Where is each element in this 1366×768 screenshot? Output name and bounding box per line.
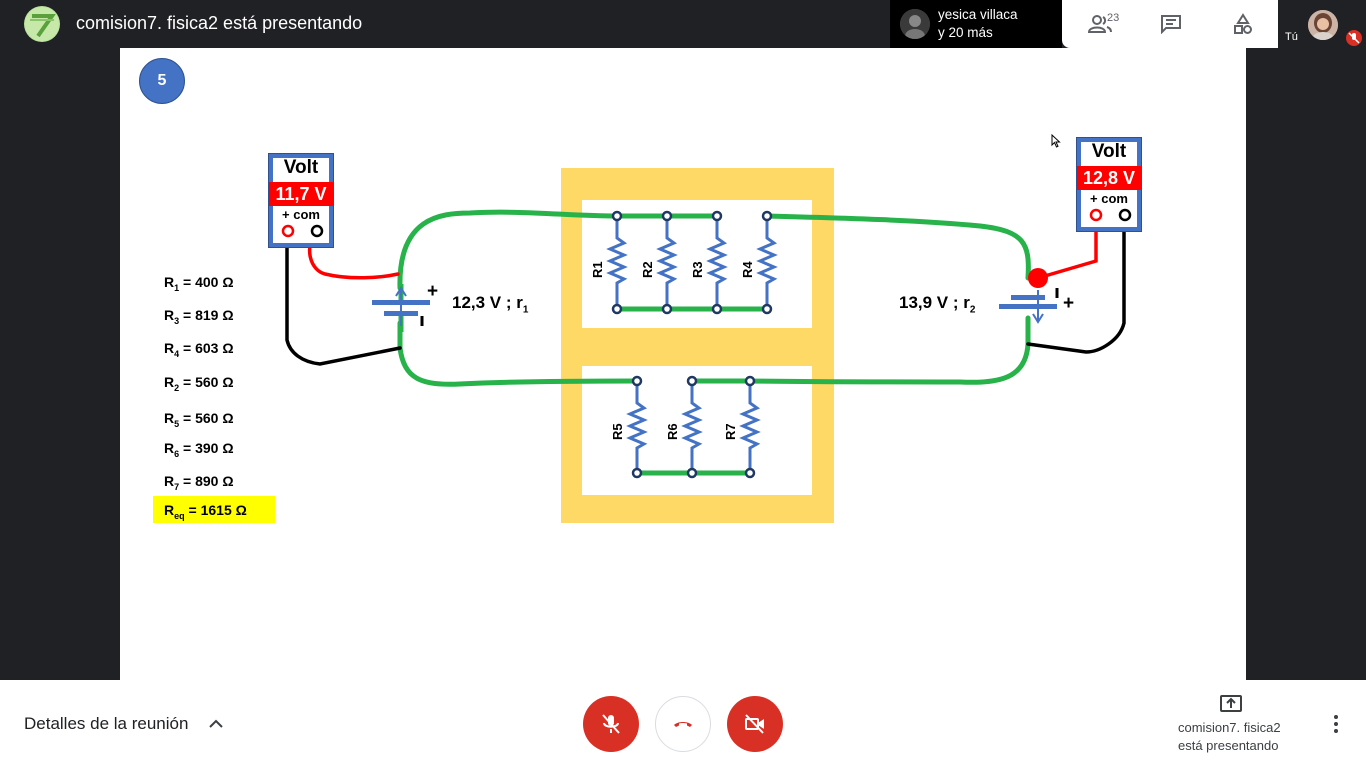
voltmeter-left-jacks [281,224,324,238]
self-mic-muted-badge [1346,30,1362,46]
label-r7: R7 [723,423,738,440]
top-bar: comision7. fisica2 está presentando yesi… [0,0,1366,48]
nodes-top [611,210,773,315]
people-button[interactable]: 23 [1064,0,1134,48]
slide-number: 5 [139,58,185,104]
resistor-value-r2: R2 = 560 Ω [164,374,234,393]
presenter-name: yesica villaca [938,7,1018,22]
participant-count: 23 [1107,12,1120,24]
nodes-bottom [631,375,756,479]
you-label: Tú [1285,31,1298,43]
leave-call-button[interactable] [655,696,711,752]
bottom-bar: Detalles de la reunión comision7. fisica… [0,680,1366,768]
voltmeter-left: Volt 11,7 V + com [268,153,334,248]
label-r2: R2 [640,261,655,278]
resistor-zigzags-top [606,216,778,309]
battery-left-plus: + [427,281,438,302]
resistor-value-r7: R7 = 890 Ω [164,473,234,492]
chevron-up-icon[interactable] [208,716,224,732]
people-icon [1088,15,1112,33]
mic-off-icon [602,714,620,734]
chat-button[interactable] [1136,0,1206,48]
voltmeter-right: Volt 12,8 V + com [1076,137,1142,232]
presenter-box[interactable]: yesica villaca y 20 más [890,0,1062,48]
resistor-frame [561,168,834,523]
activities-icon [1234,13,1252,34]
camera-off-icon [745,714,764,734]
red-probe-contact [1028,268,1048,288]
meeting-logo [24,6,60,42]
presentation-slide: 5 R1 = 400 Ω R3 = 819 Ω R4 = 603 Ω R2 = … [120,48,1246,680]
battery-right: + [999,288,1074,324]
equivalent-resistance: Req = 1615 Ω [164,502,247,521]
equivalent-resistance-highlight: Req = 1615 Ω [153,496,275,523]
camera-toggle-button[interactable] [727,696,783,752]
voltmeter-right-reading: 12,8 V [1077,166,1141,190]
label-r5: R5 [610,423,625,440]
presenting-label-line1: comision7. fisica2 [1178,720,1281,735]
activities-button[interactable] [1208,0,1278,48]
label-r1: R1 [590,261,605,278]
voltmeter-left-reading: 11,7 V [269,182,333,206]
label-r6: R6 [665,423,680,440]
resistor-value-r1: R1 = 400 Ω [164,274,234,293]
voltmeter-right-jacks [1089,208,1132,222]
chat-icon [1161,15,1181,34]
self-avatar[interactable] [1308,10,1338,40]
mic-off-icon [1348,32,1360,44]
resistor-value-r5: R5 = 560 Ω [164,410,234,429]
mouse-cursor-icon [1051,134,1061,148]
label-r4: R4 [740,261,755,278]
presenter-avatar [900,9,930,39]
label-r3: R3 [690,261,705,278]
voltmeter-left-title: Volt [283,157,319,178]
voltmeter-right-terminals: + com [1090,191,1128,206]
emf-right-label: 13,9 V ; r2 [899,293,976,316]
presenting-label-line2: está presentando [1178,738,1279,753]
battery-right-plus: + [1063,293,1074,314]
mic-toggle-button[interactable] [583,696,639,752]
presenter-others: y 20 más [938,25,993,40]
resistor-value-r3: R3 = 819 Ω [164,307,234,326]
resistor-value-r6: R6 = 390 Ω [164,440,234,459]
hangup-icon [674,722,692,727]
more-options-button[interactable] [1326,714,1346,734]
battery-left: + [372,281,438,332]
voltmeter-right-title: Volt [1091,141,1127,162]
resistor-value-r4: R4 = 603 Ω [164,340,234,359]
circuit-diagram: R1 R2 R3 R4 R5 R6 R7 + + [285,168,1126,523]
meeting-title: comision7. fisica2 está presentando [76,13,363,33]
voltmeter-left-terminals: + com [282,207,320,222]
resistor-zigzags-bottom [626,381,761,473]
more-icon [1334,715,1338,733]
present-icon[interactable] [1219,694,1243,714]
top-controls: 23 [1062,0,1278,48]
emf-left-label: 12,3 V ; r1 [452,293,529,316]
meeting-details-button[interactable]: Detalles de la reunión [24,714,189,733]
